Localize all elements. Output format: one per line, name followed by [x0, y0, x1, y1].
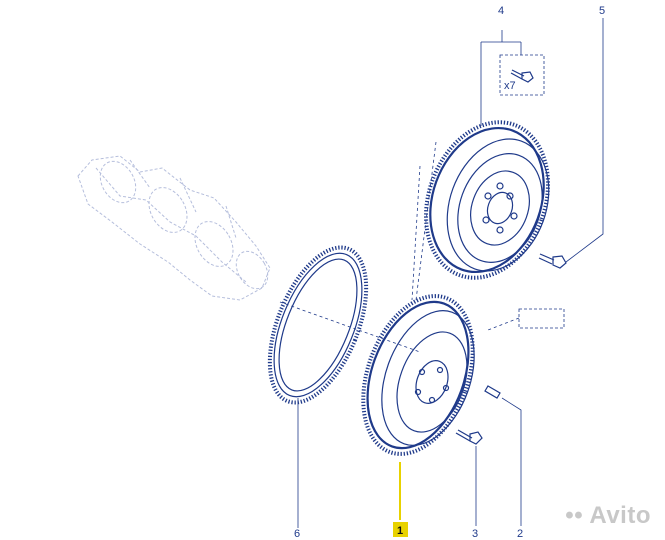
callout-3: 3 [472, 528, 478, 540]
callout-1: 1 [397, 525, 403, 537]
crankshaft-sketch [77, 155, 271, 301]
watermark-text: Avito [589, 502, 651, 529]
ring-gear [267, 245, 369, 405]
callout-4: 4 [498, 5, 504, 17]
leader-4 [480, 30, 522, 126]
reference-box [518, 308, 565, 329]
dual-mass-flywheel [424, 120, 550, 280]
avito-watermark: •• Avito [565, 502, 651, 530]
assembly-guide-right [415, 141, 437, 301]
callout-2: 2 [517, 528, 523, 540]
callout-5: 5 [599, 5, 605, 17]
leader-2 [501, 397, 522, 526]
reference-leader [487, 317, 520, 331]
avito-logo-icon: •• [565, 502, 584, 529]
dowel-pin [484, 385, 501, 399]
bolt-inset-box: x7 [499, 54, 545, 96]
callout-1-highlight [393, 522, 408, 537]
flywheel [361, 294, 475, 456]
leader-5 [565, 18, 604, 263]
assembly-guide-left [411, 165, 421, 301]
flywheel-bolt [455, 429, 483, 445]
callout-6: 6 [294, 528, 300, 540]
dual-mass-bolt [538, 253, 567, 269]
bolt-quantity: x7 [504, 80, 516, 92]
